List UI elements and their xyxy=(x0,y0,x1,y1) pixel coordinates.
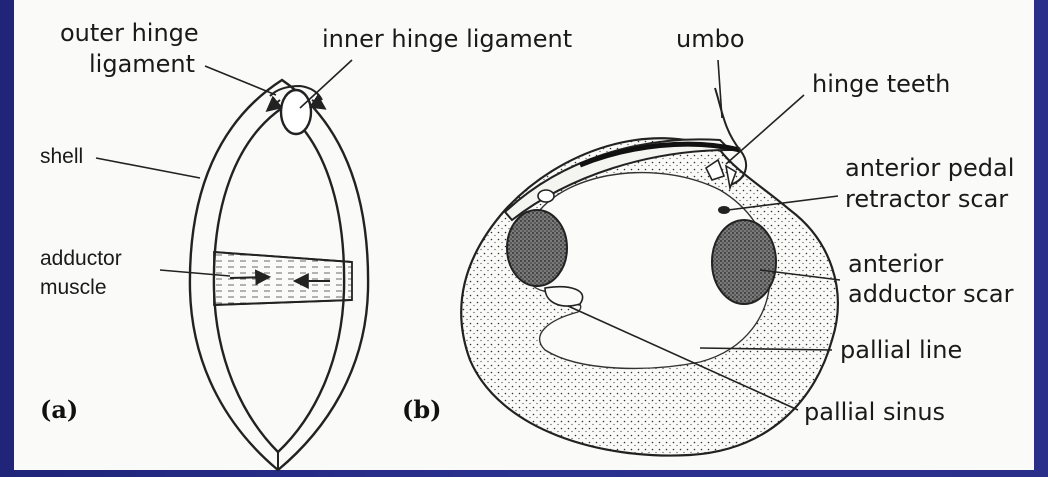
outer-ligament-arrow-left xyxy=(268,100,280,110)
label-hinge-teeth: hinge teeth xyxy=(812,70,950,98)
label-anterior-adductor-2: adductor scar xyxy=(848,280,1014,308)
panel-label-b: (b) xyxy=(402,395,442,424)
posterior-pedal-scar xyxy=(538,190,554,202)
posterior-adductor-scar xyxy=(507,210,567,286)
anterior-adductor-scar xyxy=(712,220,776,304)
label-outer-hinge-ligament-2: ligament xyxy=(89,50,195,78)
panel-label-a: (a) xyxy=(40,395,78,424)
label-adductor-muscle-2: muscle xyxy=(40,276,107,299)
leader-outer-hinge xyxy=(205,66,276,95)
muscle-arrow-right xyxy=(230,277,268,278)
label-anterior-pedal-1: anterior pedal xyxy=(845,154,1014,182)
diagram-b-valve xyxy=(461,88,838,456)
leader-inner-hinge xyxy=(300,60,352,108)
label-pallial-line: pallial line xyxy=(840,336,962,364)
label-inner-hinge-ligament: inner hinge ligament xyxy=(322,25,572,53)
leader-hinge-teeth xyxy=(726,95,804,164)
label-anterior-adductor-1: anterior xyxy=(848,250,943,278)
label-anterior-pedal-2: retractor scar xyxy=(845,185,1008,213)
label-shell: shell xyxy=(40,145,83,168)
label-umbo: umbo xyxy=(676,25,745,53)
leader-shell xyxy=(96,158,200,178)
label-pallial-sinus: pallial sinus xyxy=(804,398,945,426)
label-outer-hinge-ligament-1: outer hinge xyxy=(60,19,199,47)
inner-hinge-ligament-shape xyxy=(281,90,311,134)
label-adductor-muscle-1: adductor xyxy=(40,247,122,270)
